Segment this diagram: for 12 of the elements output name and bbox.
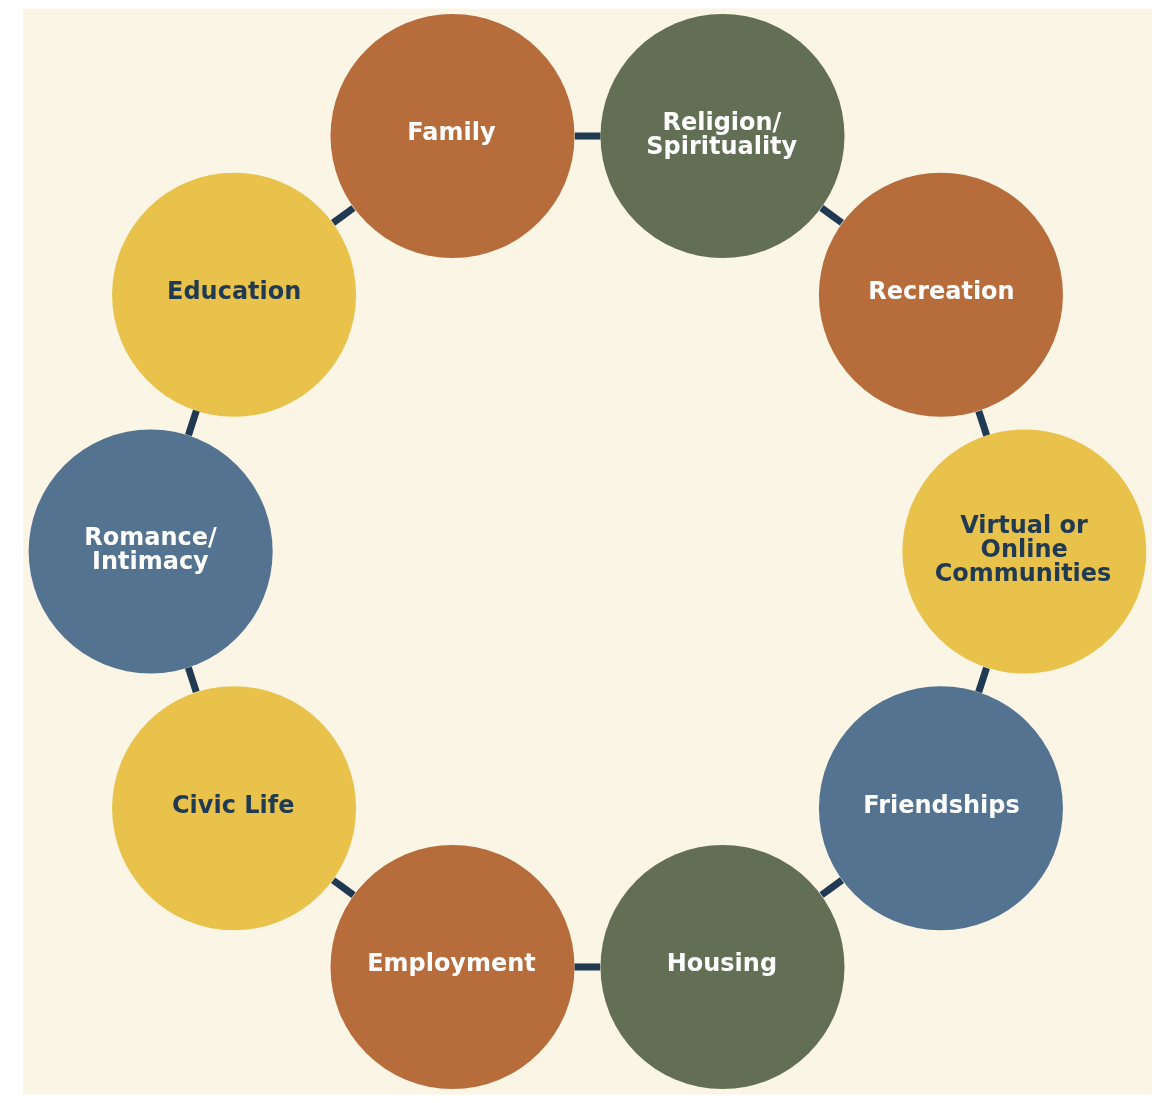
node-circle: Romance/ Intimacy <box>28 429 273 674</box>
connector <box>184 409 200 437</box>
connector <box>974 410 990 437</box>
connector <box>574 963 600 971</box>
connector <box>974 666 990 694</box>
connector <box>330 205 355 226</box>
node-circle: Virtual or Online Communities <box>901 429 1146 674</box>
connector <box>184 666 200 693</box>
connector <box>819 877 844 898</box>
connector <box>818 205 844 226</box>
connector <box>330 877 356 898</box>
connector <box>574 132 600 140</box>
